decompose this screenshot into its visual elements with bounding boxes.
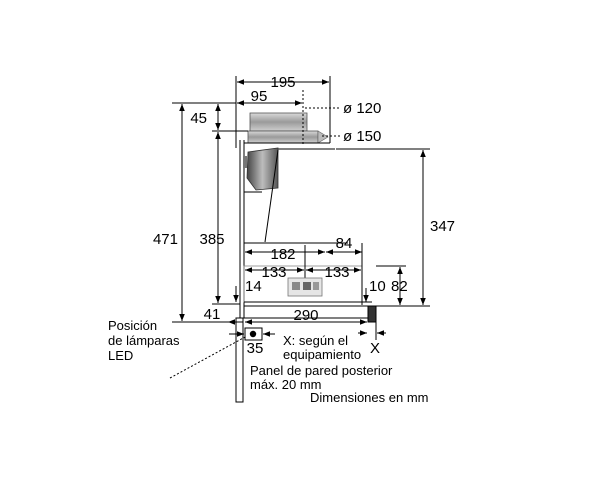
dim-385: 385 [199,231,224,248]
dim-dia-120: ø 120 [343,100,381,117]
dim-14: 14 [245,278,262,295]
duct-upper [249,112,308,132]
dim-dia-150: ø 150 [343,128,381,145]
notes: Posición de lámparas LED X: según el equ… [108,318,429,405]
dim-35: 35 [247,340,264,357]
dim-290: 290 [293,307,318,324]
dimension-lines [169,76,430,379]
dim-133-right: 133 [324,264,349,281]
dimension-labels: 195 95 ø 120 ø 150 45 471 385 347 182 84… [153,74,455,357]
lamp-unit [287,277,323,297]
note-wall-panel-line2: máx. 20 mm [250,377,322,392]
dim-84: 84 [336,235,353,252]
note-wall-panel-line1: Panel de pared posterior [250,363,393,378]
dim-95: 95 [251,88,268,105]
dim-347: 347 [430,218,455,235]
front-panel [367,305,377,323]
note-lamp-position-line3: LED [108,348,133,363]
control-module [246,147,279,191]
dim-195: 195 [270,74,295,91]
dim-10: 10 [369,278,386,295]
dim-45: 45 [190,110,207,127]
hood-outline [235,90,377,403]
note-x-line1: X: según el [283,333,348,348]
dim-471: 471 [153,231,178,248]
note-units: Dimensiones en mm [310,390,429,405]
dim-133-left: 133 [261,264,286,281]
dim-182: 182 [270,246,295,263]
dim-x: X [370,340,380,357]
wall-panel [235,317,244,403]
dim-82: 82 [391,278,408,295]
note-x-line2: equipamiento [283,347,361,362]
duct-lower [247,130,319,144]
dim-41: 41 [204,306,221,323]
note-lamp-position-line2: de lámparas [108,333,180,348]
note-lamp-position-line1: Posición [108,318,157,333]
